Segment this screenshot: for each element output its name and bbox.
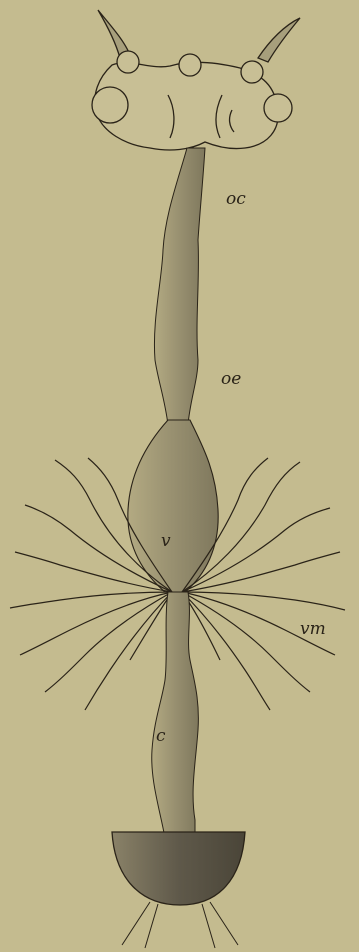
eye-left [92,87,128,123]
eye-right [264,94,292,122]
ocellus-middle [179,54,201,76]
ocellus-right [241,61,263,83]
label-c: c [156,726,166,746]
label-oc: oc [226,189,246,209]
terminal-bristles [122,902,238,948]
ventriculus [128,420,218,592]
label-vm: vm [300,619,326,639]
oesophagus [154,148,205,460]
label-v: v [161,531,171,551]
right-horn [258,18,300,62]
colon [152,592,199,838]
terminal-bulb [112,832,245,905]
ocellus-left [117,51,139,73]
head [92,10,300,150]
label-oe: oe [221,369,241,389]
